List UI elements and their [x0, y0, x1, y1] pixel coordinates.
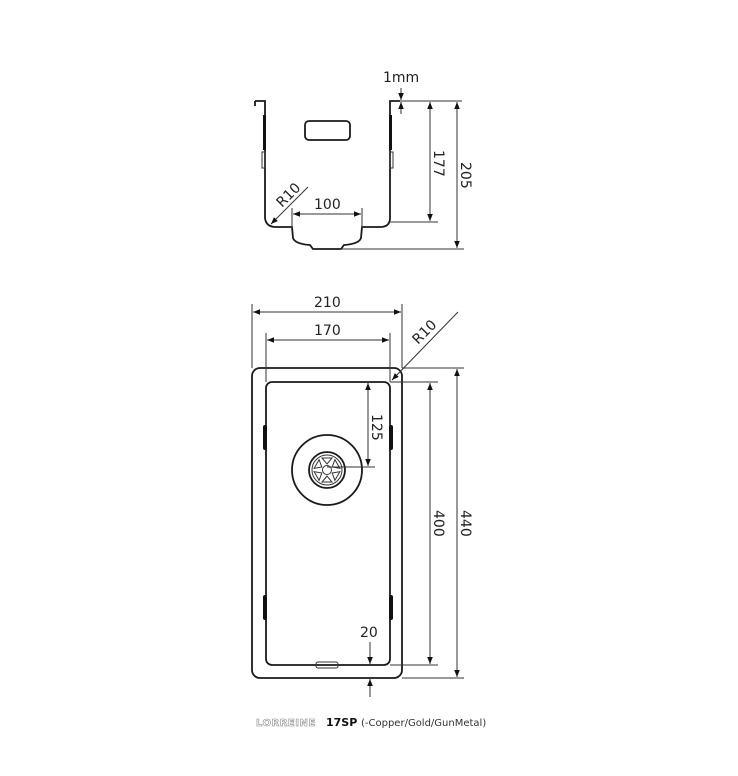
radius-label: R10 [410, 317, 441, 348]
overflow-slot [304, 120, 351, 141]
outer-width-label: 210 [314, 295, 341, 311]
finish-variants: (-Copper/Gold/GunMetal) [361, 718, 486, 729]
plan-view: 210 170 R10 125 400 440 20 [251, 295, 473, 697]
model-name: 17SP [326, 716, 357, 729]
thickness-label: 1mm [383, 70, 419, 86]
mounting-tab [261, 151, 266, 169]
mounting-clip [263, 595, 267, 620]
drain-offset-label: 125 [368, 414, 384, 441]
sink-profile [255, 100, 400, 250]
sink-outer-rim [251, 367, 403, 679]
overflow-outlet [315, 661, 339, 669]
radius-leader [270, 186, 309, 225]
mounting-clip [263, 115, 266, 150]
mounting-clip [389, 425, 393, 450]
sink-bowl [265, 381, 391, 666]
caption: LORREINE 17SP (-Copper/Gold/GunMetal) [256, 716, 487, 729]
outer-length-label: 440 [457, 510, 473, 537]
radius-leader [391, 311, 459, 381]
section-view: 1mm 177 205 100 R10 [254, 70, 473, 250]
drain-icon [291, 434, 363, 506]
mounting-tab [389, 151, 394, 169]
drain-width-label: 100 [314, 197, 341, 213]
inner-length-label: 400 [430, 510, 446, 537]
depth-label: 177 [430, 150, 446, 177]
mounting-clip [389, 115, 392, 150]
total-height-label: 205 [457, 162, 473, 189]
radius-label: R10 [274, 180, 305, 211]
mounting-clip [389, 595, 393, 620]
brand-logo: LORREINE [256, 718, 316, 729]
edge-label: 20 [360, 625, 378, 641]
mounting-clip [263, 425, 267, 450]
inner-width-label: 170 [314, 323, 341, 339]
